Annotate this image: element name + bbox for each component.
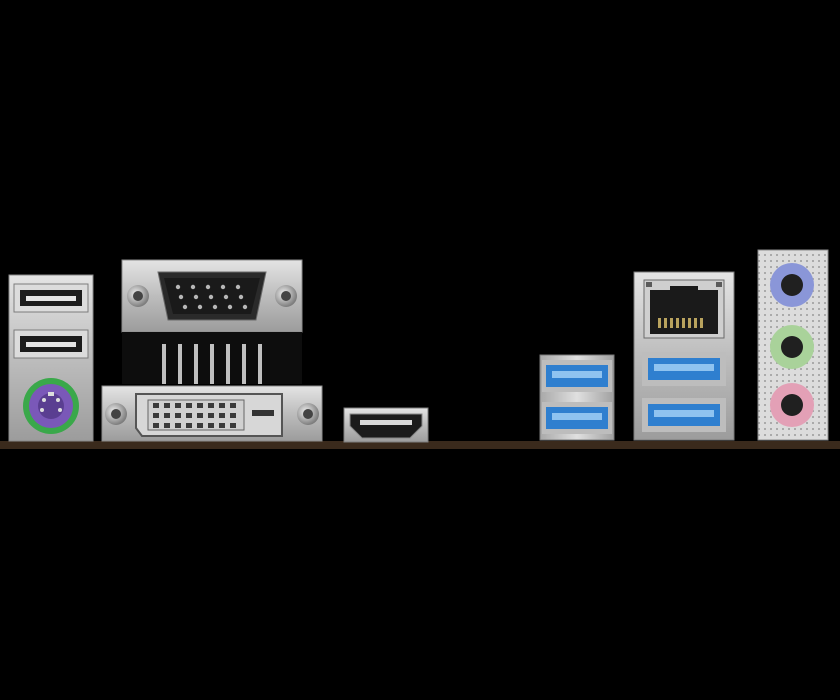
usb3-port-left-bottom[interactable] [542, 402, 612, 434]
usb3-port-left-top[interactable] [542, 360, 612, 392]
rj45-lan-port[interactable] [643, 279, 725, 339]
hdmi-port[interactable] [343, 407, 429, 443]
lan-led-right [716, 282, 722, 287]
pcb-edge [0, 441, 840, 449]
usb3-port-right-top[interactable] [642, 352, 726, 386]
usb2-ps2-stack [8, 274, 94, 442]
usb3-stack-left [539, 354, 615, 441]
usb2-port-bottom[interactable] [13, 329, 89, 359]
audio-stack [757, 249, 829, 441]
audio-line-out-jack[interactable] [770, 325, 814, 369]
lan-led-left [646, 282, 652, 287]
usb3-port-right-bottom[interactable] [642, 398, 726, 432]
audio-line-in-jack[interactable] [770, 263, 814, 307]
bridge-pins [162, 344, 262, 384]
ps2-keyboard-mouse-port[interactable] [23, 378, 79, 434]
audio-mic-jack[interactable] [770, 383, 814, 427]
lan-contacts-icon [658, 318, 703, 328]
lan-usb3-stack [633, 271, 735, 441]
usb2-port-top[interactable] [13, 283, 89, 313]
